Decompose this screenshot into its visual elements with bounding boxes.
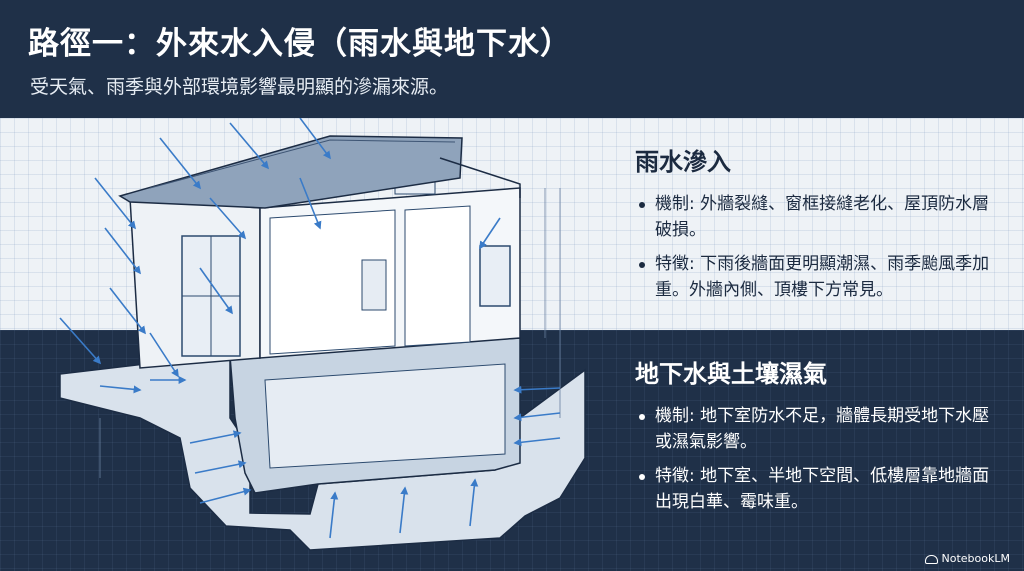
house-cross-section-icon [59,118,586,551]
groundwater-mechanism-bullet: 機制: 地下室防水不足，牆體長期受地下水壓或濕氣影響。 [635,403,1005,455]
header-band [0,0,1024,118]
page-subtitle: 受天氣、雨季與外部環境影響最明顯的滲漏來源。 [30,76,449,98]
rain-infiltration-panel: 雨水滲入 機制: 外牆裂縫、窗框接縫老化、屋頂防水層破損。 特徵: 下雨後牆面更… [635,142,1005,311]
groundwater-bullet-list: 機制: 地下室防水不足，牆體長期受地下水壓或濕氣影響。 特徵: 地下室、半地下空… [635,403,1005,515]
rain-feature-bullet: 特徵: 下雨後牆面更明顯潮濕、雨季颱風季加重。外牆內側、頂樓下方常見。 [635,251,1005,303]
groundwater-panel: 地下水與土壤濕氣 機制: 地下室防水不足，牆體長期受地下水壓或濕氣影響。 特徵:… [635,354,1005,523]
brand-watermark: NotebookLM [924,552,1010,565]
rain-heading: 雨水滲入 [635,148,731,176]
groundwater-feature-bullet: 特徵: 地下室、半地下空間、低樓層靠地牆面出現白華、霉味重。 [635,463,1005,515]
rain-bullet-list: 機制: 外牆裂縫、窗框接縫老化、屋頂防水層破損。 特徵: 下雨後牆面更明顯潮濕、… [635,191,1005,303]
brand-label: NotebookLM [941,552,1010,565]
rain-mechanism-bullet: 機制: 外牆裂縫、窗框接縫老化、屋頂防水層破損。 [635,191,1005,243]
page-title: 路徑一：外來水入侵（雨水與地下水） [28,26,572,62]
notebook-icon [924,554,938,564]
groundwater-heading: 地下水與土壤濕氣 [635,360,827,388]
